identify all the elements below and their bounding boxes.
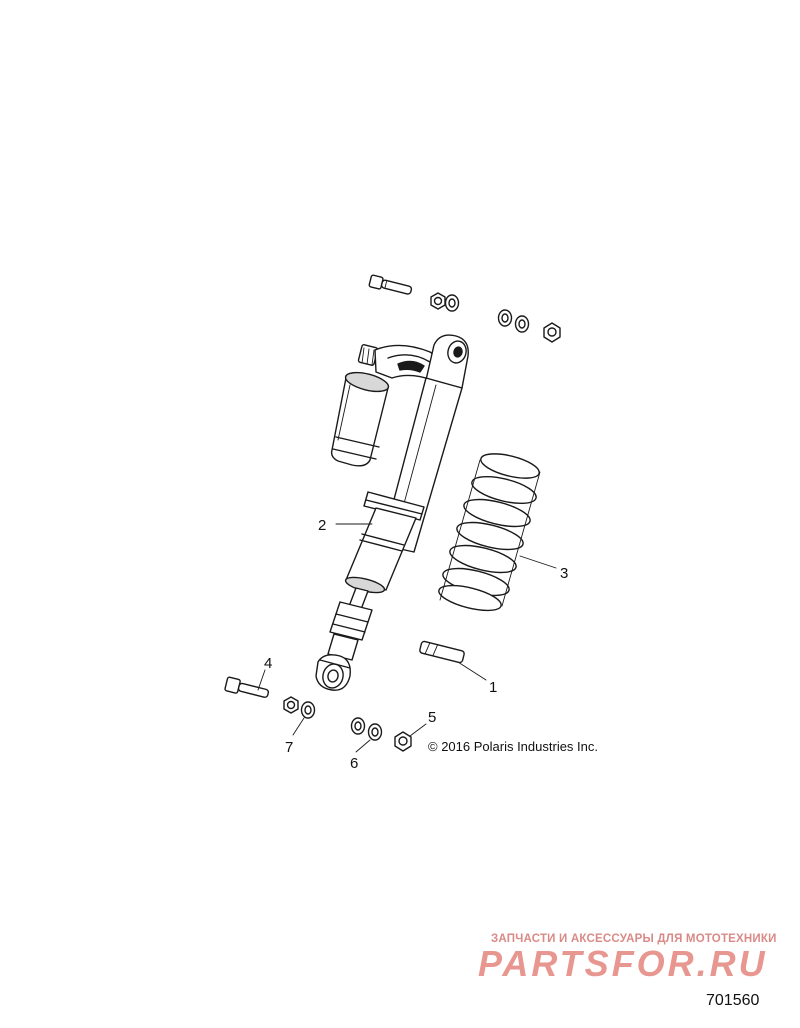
coil-spring	[438, 453, 541, 612]
watermark-logo: PARTSFOR.RU	[478, 943, 768, 984]
callout-3: 3	[560, 565, 568, 582]
watermark-tagline: ЗАПЧАСТИ И АКСЕССУАРЫ ДЛЯ МОТОТЕХНИКИ	[491, 933, 777, 945]
callout-7: 7	[285, 739, 293, 756]
shock-lower-eyelet	[315, 654, 351, 691]
top-nut-left	[430, 292, 460, 312]
figure-number: 701560	[706, 992, 760, 1009]
callout-4: 4	[264, 655, 272, 672]
top-washers-right	[497, 309, 561, 343]
callout-6: 6	[350, 755, 358, 772]
copyright-notice: © 2016 Polaris Industries Inc.	[428, 739, 598, 754]
bottom-mounting-bolt	[224, 676, 270, 698]
shock-reservoir	[330, 344, 390, 467]
callout-1: 1	[489, 679, 497, 696]
top-mounting-bolt	[368, 274, 413, 295]
shock-top-eyelet	[425, 334, 469, 389]
leader-lines	[257, 523, 557, 753]
bottom-nut-right	[394, 731, 412, 752]
callout-2: 2	[318, 517, 326, 534]
reservoir-bridge	[374, 344, 443, 381]
spring-retainer	[419, 640, 465, 664]
callout-5: 5	[428, 709, 436, 726]
bottom-washers	[350, 717, 383, 741]
shock-body	[327, 377, 463, 661]
bottom-nut-left	[283, 696, 316, 719]
